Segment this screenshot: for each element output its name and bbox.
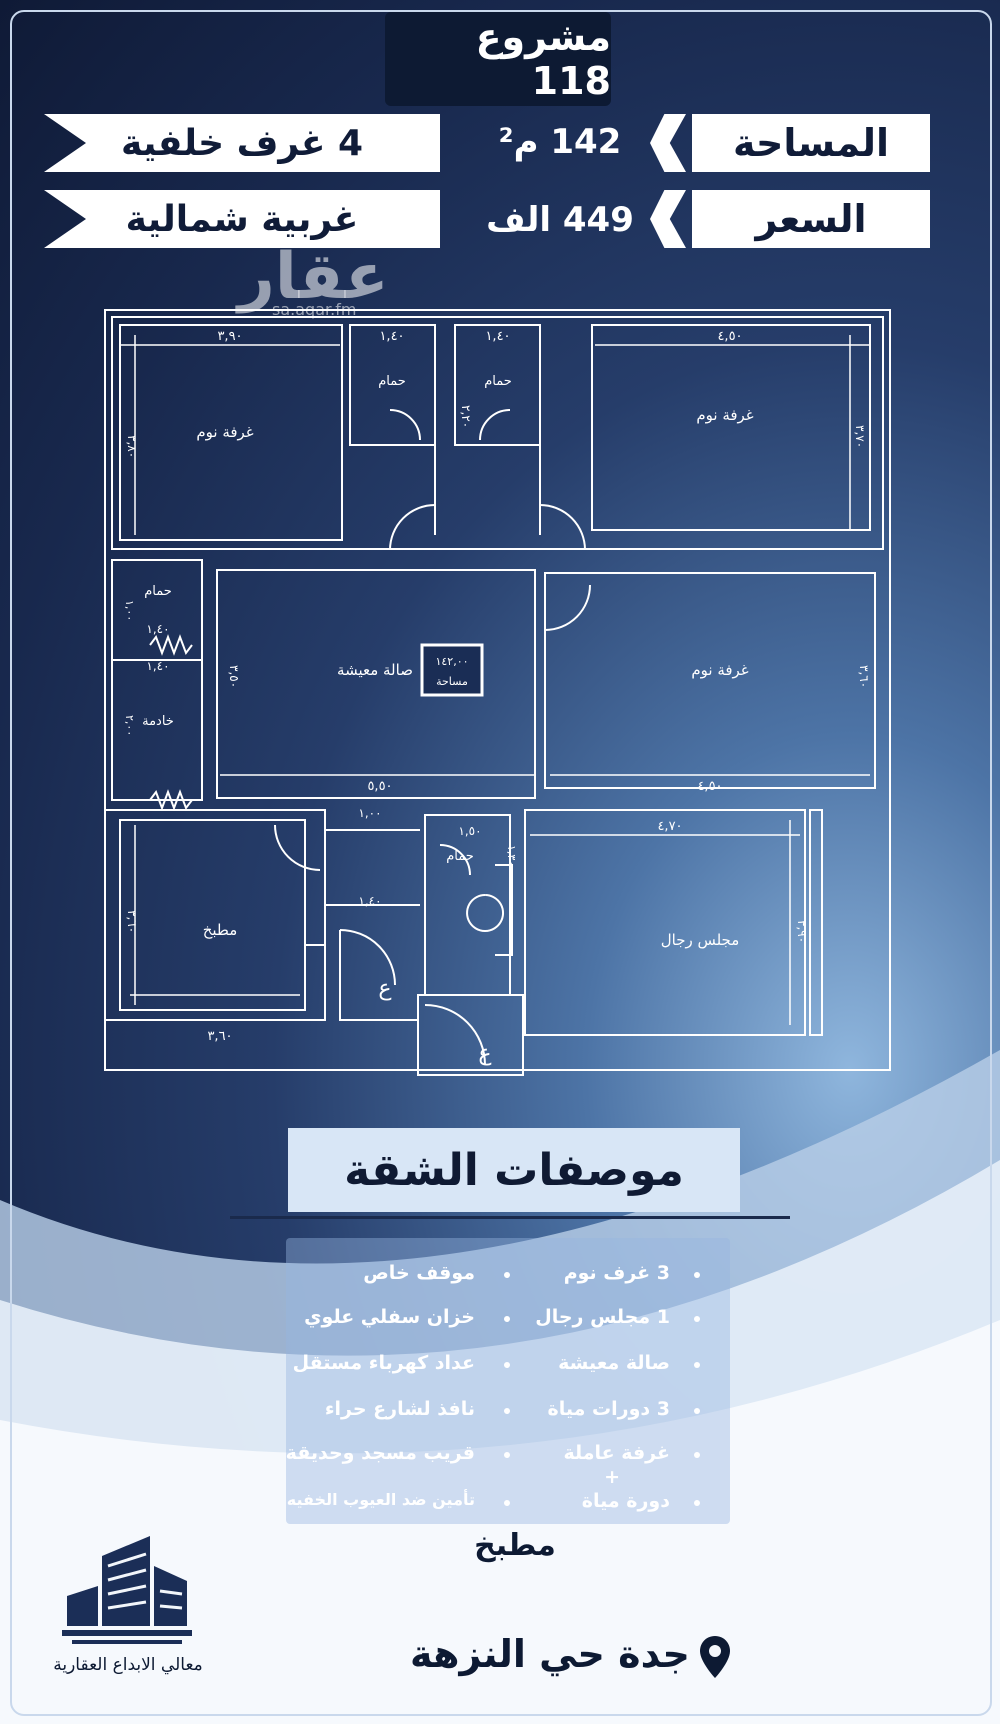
dim-label: ١,٠٠ [358,806,381,820]
spec-item: خزان سفلي علوي [304,1306,475,1328]
elevator-icon: ع [378,976,391,1001]
dim-label: ٤,٥٠ [697,779,722,794]
dim-label: ٣,٩٠ [795,920,809,943]
room-label-bath-4: حمام [446,849,474,864]
spec-item: صالة معيشة [558,1352,670,1374]
rooms-text: 4 غرف خلفية [121,122,364,164]
price-value: 449 الف [486,200,634,240]
area-stamp-value: ١٤٢,٠٠ [435,655,468,668]
bullet-icon [504,1272,510,1278]
spec-item: قريب مسجد وحديقة [285,1442,475,1464]
dim-label: ١,٥٠ [458,824,481,838]
company-logo-icon [62,1536,192,1644]
dim-label: ١,٤٠ [146,622,169,636]
dim-label: ١,٤٠ [146,659,169,673]
dim-label: ٣,٦٠ [857,665,871,688]
bullet-icon [694,1452,700,1458]
bullet-icon [694,1500,700,1506]
spec-item: 3 غرف نوم [563,1262,670,1284]
spec-item: غرفة عاملة [563,1442,670,1464]
company-name: معالي الابداع العقارية [53,1655,203,1675]
dim-label: ٢,٢٠ [459,405,473,428]
bullet-icon [504,1362,510,1368]
room-label-bedroom-2: غرفة نوم [696,406,753,424]
bullet-icon [504,1452,510,1458]
elevator-icon: ع [478,1041,491,1066]
dim-label: ٢,٠٠ [123,715,136,736]
dim-label: ١,٣٠ [505,845,518,866]
area-label: المساحة [732,121,890,165]
room-label-bath-2: حمام [484,374,512,389]
room-label-maid: خادمة [142,714,174,729]
area-stamp [420,643,484,697]
dim-label: ٣,٧٠ [853,425,867,448]
price-ribbon: السعر [692,190,930,248]
specs-heading: موصفات الشقة [344,1144,684,1196]
spec-item: 1 مجلس رجال [535,1306,670,1328]
spec-extra-kitchen: مطبخ [474,1528,556,1563]
rooms-ribbon: 4 غرف خلفية [44,114,440,172]
area-stamp-label: مساحة [436,675,468,688]
dim-label: ٣,٩٠ [217,329,242,344]
location-pin-icon [700,1636,730,1678]
specs-panel [286,1238,730,1524]
room-label-bedroom-3: غرفة نوم [691,661,748,679]
bullet-icon [504,1500,510,1506]
specs-heading-box: موصفات الشقة [288,1128,740,1212]
orientation-ribbon: غربية شمالية [44,190,440,248]
specs-divider [230,1216,790,1219]
room-label-living: صالة معيشة [337,661,413,679]
dim-label: ٣,٦٠ [125,910,139,933]
area-ribbon: المساحة [692,114,930,172]
spec-item: عداد كهرباء مستقل [292,1352,475,1374]
dim-label: ٣,٦٠ [207,1029,232,1044]
spec-item: 3 دورات مياة [547,1398,670,1420]
plan-outline [104,309,891,1071]
dim-label: ٥,٥٠ [367,779,392,794]
spec-item: تأمين ضد العيوب الخفيه [286,1490,475,1509]
bullet-icon [694,1362,700,1368]
spec-item: نافذ لشارع حراء [324,1398,475,1420]
room-label-bath-3: حمام [144,584,172,599]
dim-label: ٣,٥٠ [227,665,241,688]
bullet-icon [504,1408,510,1414]
dim-label: ١,٤٠ [379,329,404,344]
dim-label: ١,٤٠ [485,329,510,344]
spec-item: دورة مياة [581,1490,670,1512]
bullet-icon [504,1316,510,1322]
spec-item: + [604,1466,620,1488]
watermark-brand: عقار [238,240,389,314]
bullet-icon [694,1408,700,1414]
location-text: جدة حي النزهة [410,1632,690,1676]
floor-plan: ١٤٢,٠٠ مساحة غرفة نوم حمام حمام غرفة نوم… [104,309,891,1076]
orientation-text: غربية شمالية [125,198,359,240]
room-label-bedroom-1: غرفة نوم [196,423,253,441]
project-title: مشروع 118 [475,15,611,103]
area-value: 142 م² [498,122,622,162]
dim-label: ١,٠٠ [123,600,136,621]
bullet-icon [694,1272,700,1278]
spec-item: موقف خاص [363,1262,475,1284]
room-label-majlis: مجلس رجال [661,931,740,949]
dim-label: ٤,٧٠ [657,819,682,834]
page-frame [10,10,992,1716]
dim-label: ١,٤٠ [358,894,381,908]
room-label-bath-1: حمام [378,374,406,389]
price-label: السعر [755,197,867,241]
bullet-icon [694,1316,700,1322]
dim-label: ٤,٥٠ [717,329,742,344]
dim-label: ٣,٨٠ [125,435,139,458]
room-label-kitchen: مطبخ [203,921,238,939]
project-title-box: مشروع 118 [385,12,611,106]
